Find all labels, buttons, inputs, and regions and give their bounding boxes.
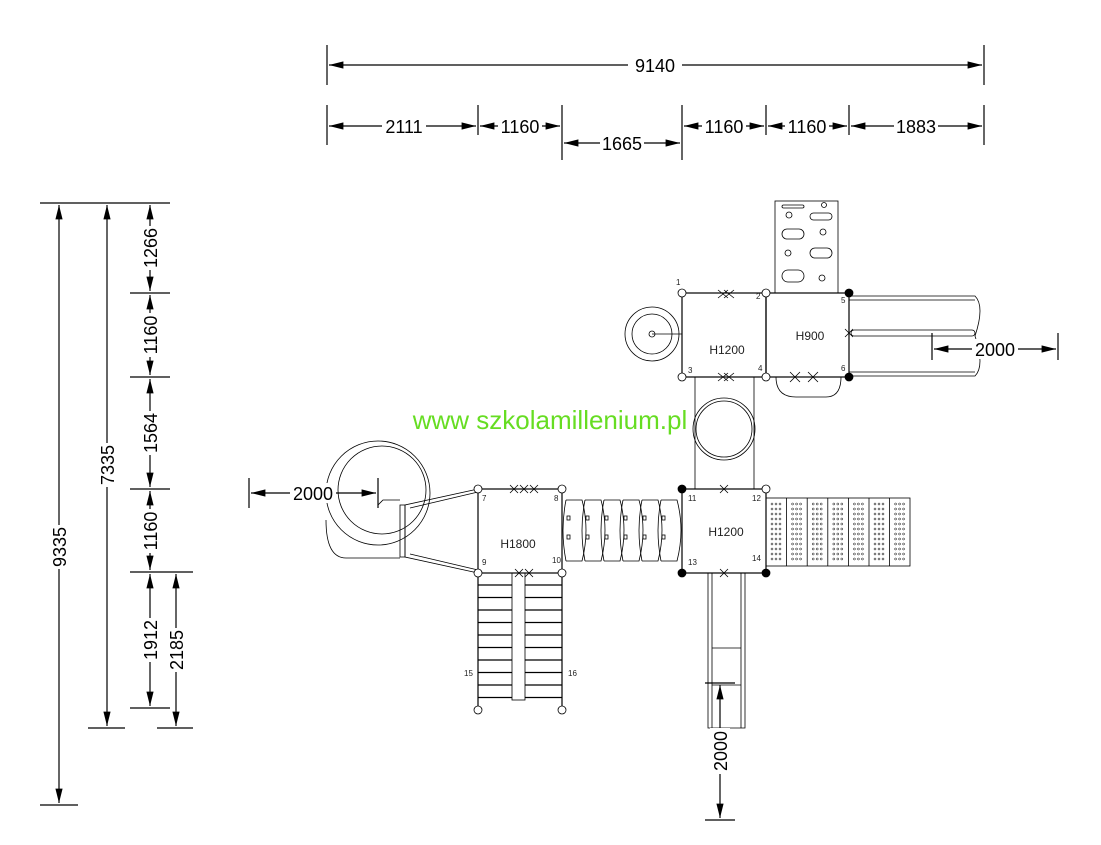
post-number: 13 <box>688 558 697 567</box>
dimension-label: 1160 <box>788 117 827 137</box>
ladder <box>477 572 563 708</box>
platform-height-label: H1200 <box>708 525 744 539</box>
dimension-label: 2000 <box>975 340 1015 360</box>
watermark: www szkolamillenium.pl <box>412 405 688 435</box>
post-marker <box>557 484 567 494</box>
clearance-dimension-right: 2000 <box>931 333 1059 360</box>
clearance-dimension-left: 2000 <box>248 478 379 508</box>
left-dimensions: 9335 7335 1266 1160 1564 1160 1912 2185 <box>40 202 193 806</box>
post-marker <box>761 484 771 494</box>
top-dimension-segments: 2111 1160 1665 1160 1160 1883 <box>326 105 985 160</box>
dimension-label: 2000 <box>711 731 731 771</box>
dimension-label: 1160 <box>141 512 161 551</box>
top-dimension-total: 9140 <box>326 45 985 85</box>
dimension-label: 1665 <box>602 134 642 154</box>
post-marker <box>473 705 483 715</box>
post-marker <box>557 568 567 578</box>
post-number: 2 <box>756 292 761 301</box>
post-number: 14 <box>752 554 761 563</box>
slide-bottom <box>707 573 746 729</box>
climbing-wall <box>774 200 839 294</box>
post-marker <box>557 705 567 715</box>
dimension-label: 7335 <box>98 445 118 485</box>
post-number: 7 <box>482 494 487 503</box>
dimension-label: 1912 <box>141 620 161 660</box>
platform-lower-left: H1800 <box>477 484 563 578</box>
platform-height-label: H1800 <box>500 537 536 551</box>
post-number: 16 <box>568 669 577 678</box>
slide-right <box>849 295 981 377</box>
ramp <box>399 488 479 574</box>
post-marker <box>473 568 483 578</box>
crawl-tube <box>562 499 682 562</box>
post-marker <box>473 484 483 494</box>
platform-height-label: H900 <box>796 329 825 343</box>
dimension-label: 1160 <box>705 117 744 137</box>
platform-upper-right: H900 <box>765 292 854 398</box>
post-number: 6 <box>841 364 846 373</box>
dimension-label: 2111 <box>385 117 422 137</box>
dimension-label: 1266 <box>141 228 161 268</box>
post-marker <box>761 568 771 578</box>
post-marker <box>761 288 771 298</box>
dimension-label: 9140 <box>635 56 675 76</box>
dimension-label: 1883 <box>896 117 936 137</box>
dimension-label: 1160 <box>501 117 540 137</box>
dimension-label: 1160 <box>141 316 161 355</box>
post-marker <box>844 288 854 298</box>
post-marker <box>677 568 687 578</box>
dimension-label: 9335 <box>50 527 70 567</box>
post-marker <box>677 372 687 382</box>
post-number: 15 <box>464 669 473 678</box>
post-number: 5 <box>841 296 846 305</box>
dimension-label: 2185 <box>167 630 187 670</box>
post-number: 10 <box>552 556 561 565</box>
post-number: 8 <box>554 494 559 503</box>
post-marker <box>677 288 687 298</box>
post-number: 3 <box>688 366 693 375</box>
platform-height-label: H1200 <box>709 343 745 357</box>
dimension-label: 2000 <box>293 484 333 504</box>
post-number: 1 <box>676 278 681 287</box>
perforated-panel <box>765 497 911 567</box>
dimension-label: 1564 <box>141 413 161 453</box>
post-marker <box>677 484 687 494</box>
post-number: 4 <box>758 364 763 373</box>
clearance-dimension-bottom: 2000 <box>705 682 735 821</box>
post-number: 12 <box>752 494 761 503</box>
post-number: 9 <box>482 558 487 567</box>
platform-upper-left: H1200 <box>681 289 767 382</box>
post-marker <box>844 372 854 382</box>
steering-wheel <box>624 306 682 362</box>
post-number: 11 <box>688 494 697 503</box>
post-marker <box>761 372 771 382</box>
tunnel-connector <box>692 377 756 489</box>
